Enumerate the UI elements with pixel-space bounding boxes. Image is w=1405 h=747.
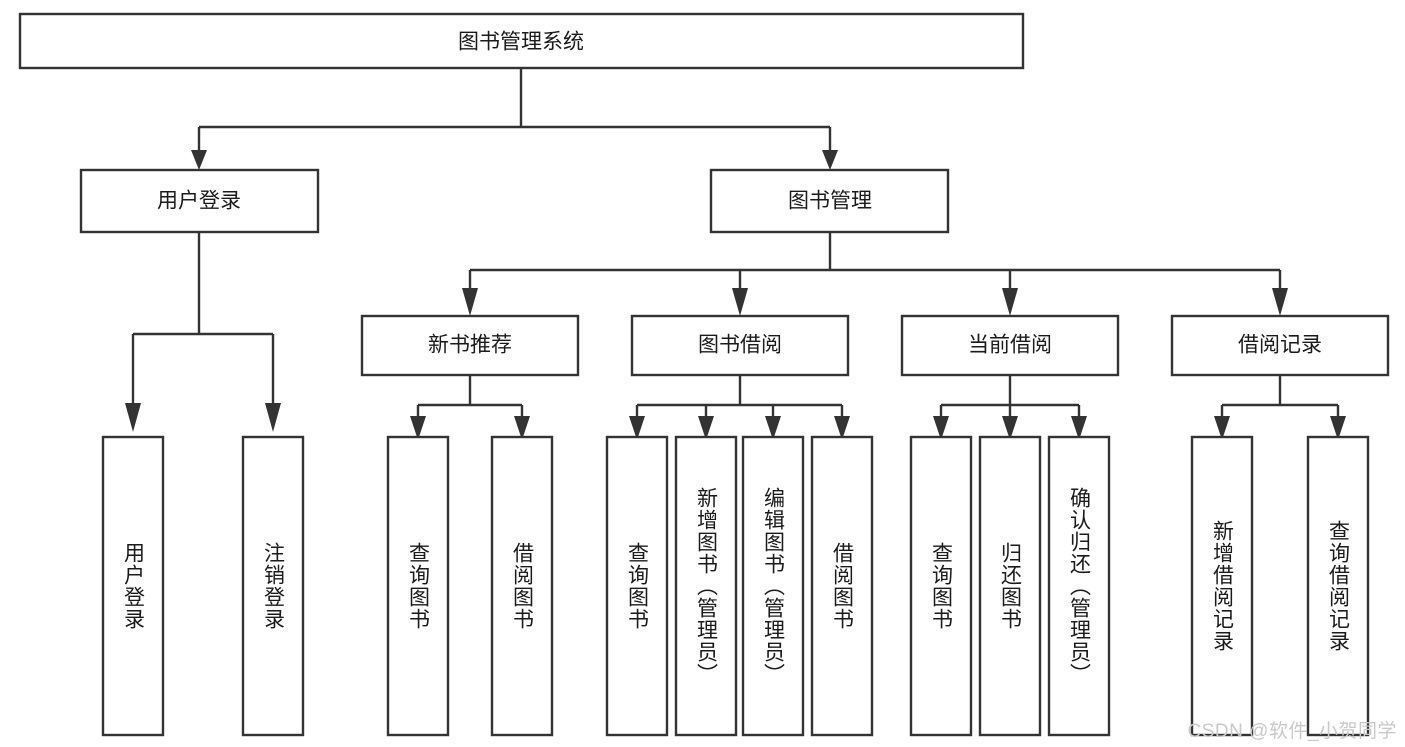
node-borrow-record-label: 借阅记录	[1238, 334, 1322, 357]
node-user-login-label: 用户登录	[157, 190, 241, 213]
leaf-box-edit-book[interactable]	[741, 435, 805, 737]
node-current-borrow[interactable]: 当前借阅	[900, 314, 1120, 377]
node-new-book-recommend[interactable]: 新书推荐	[360, 314, 580, 377]
arrow-icon	[822, 150, 838, 170]
connector-newbook-to-leaves	[410, 375, 530, 440]
node-book-borrow[interactable]: 图书借阅	[630, 314, 850, 377]
arrow-icon	[125, 403, 141, 432]
node-new-book-recommend-box	[360, 314, 580, 377]
leaf-box-query-borrow-record[interactable]	[1306, 435, 1370, 737]
node-user-login[interactable]: 用户登录	[79, 168, 320, 234]
node-root-label: 图书管理系统	[458, 31, 584, 54]
arrow-icon	[1002, 288, 1018, 316]
arrow-icon	[462, 288, 478, 316]
leaf-box-confirm-return[interactable]	[1047, 435, 1111, 737]
leaf-box-return-book[interactable]	[978, 435, 1042, 737]
arrow-icon	[933, 416, 949, 440]
arrow-icon	[410, 416, 426, 440]
arrow-icon	[629, 416, 645, 440]
leaf-box-add-borrow-record[interactable]	[1190, 435, 1254, 737]
leaf-box-query-book-2[interactable]	[605, 435, 669, 737]
leaf-box-logout[interactable]	[241, 435, 305, 737]
arrow-icon	[265, 403, 281, 432]
arrow-icon	[1330, 416, 1346, 440]
leaf-box-query-book-3[interactable]	[909, 435, 973, 737]
node-new-book-recommend-label: 新书推荐	[428, 334, 512, 357]
arrow-icon	[1214, 416, 1230, 440]
node-user-login-box	[79, 168, 320, 234]
connector-userlogin-to-leaves	[125, 232, 281, 432]
arrow-icon	[765, 416, 781, 440]
arrow-icon	[514, 416, 530, 440]
arrow-icon	[1071, 416, 1087, 440]
node-root-box	[18, 12, 1025, 70]
node-book-management[interactable]: 图书管理	[709, 168, 950, 234]
leaf-box-user-login[interactable]	[101, 435, 165, 737]
arrow-icon	[698, 416, 714, 440]
node-current-borrow-label: 当前借阅	[968, 334, 1052, 357]
node-root[interactable]: 图书管理系统	[18, 12, 1025, 70]
leaf-box-borrow-book-2[interactable]	[810, 435, 874, 737]
node-book-borrow-label: 图书借阅	[698, 334, 782, 357]
connector-borrowrecord-to-leaves	[1214, 375, 1346, 440]
leaf-box-borrow-book-1[interactable]	[490, 435, 554, 737]
node-book-management-label: 图书管理	[788, 190, 872, 213]
node-current-borrow-box	[900, 314, 1120, 377]
arrow-icon	[834, 416, 850, 440]
connector-root-to-level2	[191, 68, 838, 170]
arrow-icon	[191, 150, 207, 170]
arrow-icon	[1002, 416, 1018, 440]
leaf-box-query-book-1[interactable]	[386, 435, 450, 737]
connector-bookmgmt-to-level3	[462, 232, 1288, 316]
connector-currentborrow-to-leaves	[933, 375, 1087, 440]
watermark: CSDN @软件_小贺同学	[1187, 721, 1397, 742]
arrow-icon	[732, 288, 748, 316]
leaf-box-add-book[interactable]	[674, 435, 738, 737]
connector-bookborrow-to-leaves	[629, 375, 850, 440]
arrow-icon	[1272, 288, 1288, 316]
node-borrow-record[interactable]: 借阅记录	[1170, 314, 1390, 377]
